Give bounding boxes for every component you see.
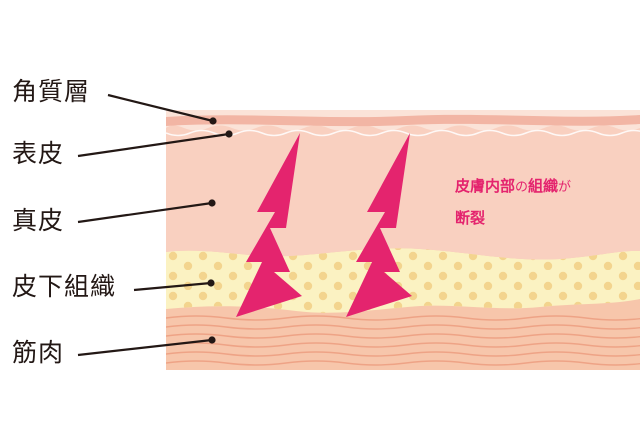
stratum-corneum-layer: [166, 114, 640, 127]
muscle-fibers: [166, 315, 640, 366]
rupture-bolt-icon: [236, 133, 302, 317]
annotation-end-particle: が: [558, 180, 572, 195]
epidermis-scallop-edge: [166, 129, 640, 137]
label-subcutaneous-tissue: 皮下組織: [12, 272, 117, 301]
label-dermis: 真皮: [12, 206, 65, 235]
annotation-bold-text: 皮膚内部: [455, 177, 516, 195]
rupture-annotation-line1: 皮膚内部の組織が: [455, 177, 572, 195]
rupture-annotation-line2: 断裂: [455, 209, 486, 227]
leader-dots: [207, 117, 233, 344]
annotation-particle: の: [515, 180, 529, 195]
label-stratum-corneum: 角質層: [12, 77, 91, 106]
annotation-tissue-text: 組織: [528, 177, 559, 195]
label-muscle: 筋肉: [12, 338, 65, 367]
leader-lines: [77, 93, 230, 357]
rupture-bolt-icon: [346, 133, 412, 317]
label-epidermis: 表皮: [12, 139, 65, 168]
